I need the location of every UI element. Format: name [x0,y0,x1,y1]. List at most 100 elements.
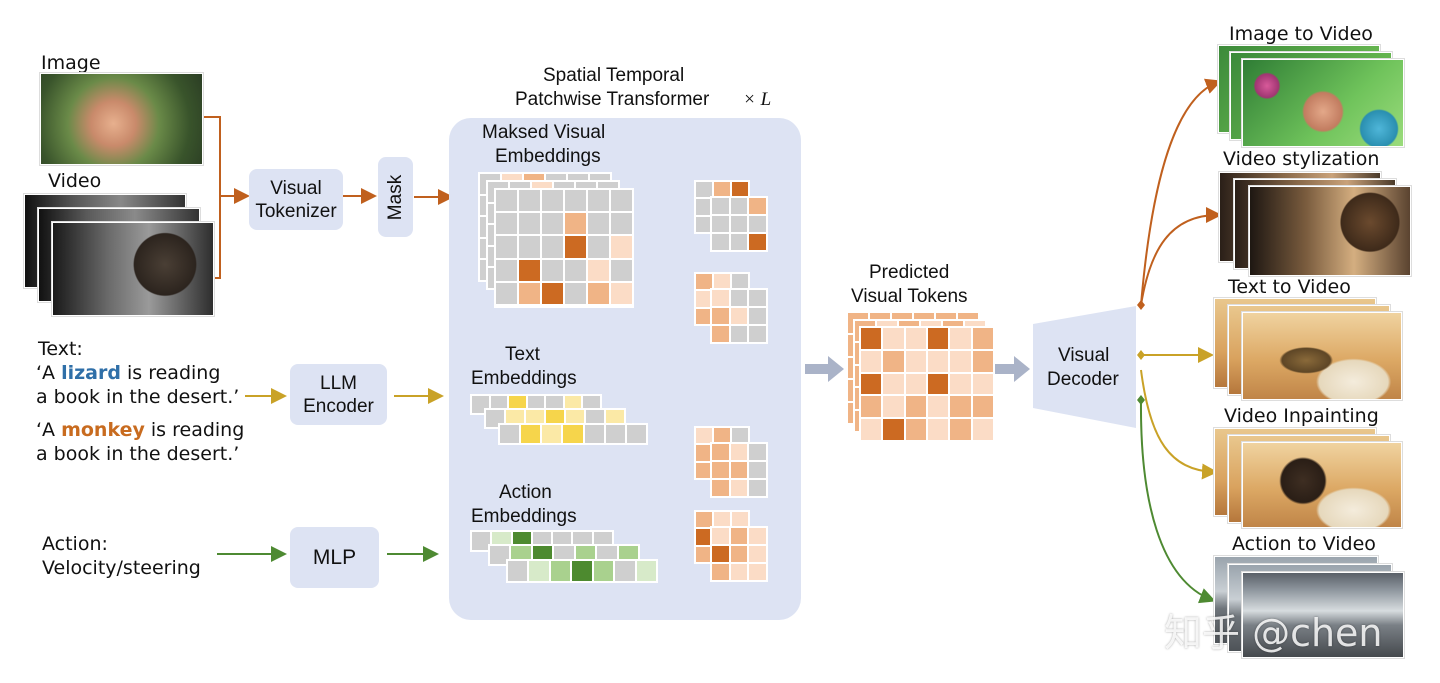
token-cell [749,234,766,250]
token-cell [546,410,564,427]
token-cell [730,528,748,544]
token-cell [861,328,882,349]
prompt-1-line-2: a book in the desert.’ [36,386,240,408]
token-cell [861,419,882,440]
token-cell [696,291,712,307]
visual-decoder-label-1: Visual [1058,345,1110,366]
token-cell [521,425,541,443]
token-cell [730,444,748,460]
token-cell [905,328,926,349]
mlp-label: MLP [312,546,357,569]
token-cell [593,561,614,581]
mlp-module: MLP [290,527,379,588]
token-cell [542,425,562,443]
action-embeddings-label-1: Action [499,482,552,503]
token-cell [883,373,904,395]
token-cell [972,373,993,395]
token-cell [506,410,524,427]
predicted-to-decoder-arrow [993,356,1030,382]
token-cell [749,546,766,562]
prompt-1-line-1: ‘A lizard is reading [36,362,221,384]
transformer-title-1: Spatial Temporal [543,65,685,86]
token-cell [550,561,571,581]
token-cell [950,396,971,418]
token-cell [749,216,766,232]
output-label-video-stylization: Video stylization [1223,148,1380,170]
token-cell [950,419,971,440]
token-cell [496,259,517,281]
token-cell [500,425,520,443]
input-image-child [40,73,203,165]
token-cell [712,308,729,324]
output-label-image-to-video: Image to Video [1229,23,1373,45]
token-cell [749,480,766,496]
token-cell [615,561,635,581]
token-cell [730,198,748,214]
token-cell [696,308,712,324]
action-sublabel: Velocity/steering [42,557,201,579]
token-cell [714,428,730,444]
token-cell [696,462,712,478]
token-cell [542,213,563,235]
text-embedding-row [498,423,648,445]
token-cell [696,199,712,215]
token-cell [730,564,748,580]
prompt-2-line-1: ‘A monkey is reading [36,419,245,441]
token-cell [928,396,949,418]
llm-encoder-module: LLM Encoder [290,364,387,425]
visual-tokenizer-label-2: Tokenizer [255,200,337,222]
token-cell [542,190,563,212]
token-cell [696,445,712,461]
token-cell [496,236,517,258]
token-cell [508,561,528,581]
token-cell [883,350,904,372]
token-cell [905,396,926,418]
watermark-text: 知乎 @chen [1164,611,1383,655]
token-cell [566,410,584,427]
token-cell [730,480,748,496]
token-cell [749,198,766,214]
token-stack-front [710,288,768,344]
output-image-to-video-frame [1242,59,1404,147]
token-cell [696,274,712,290]
masked-embeddings-label-1: Maksed Visual [482,122,606,143]
token-cell [883,419,904,440]
token-cell [588,236,609,258]
token-cell [905,373,926,395]
token-cell [714,182,730,198]
action-embedding-row [506,559,658,583]
output-connector-video-stylization [1140,207,1222,306]
token-cell [529,561,549,581]
token-cell [730,326,748,342]
token-cell [565,190,586,212]
token-cell [542,282,563,304]
token-stack-front [710,526,768,582]
token-cell [490,546,510,564]
llm-encoder-label-1: LLM [320,372,357,394]
token-cell [950,373,971,395]
output-label-video-inpainting: Video Inpainting [1224,405,1379,427]
token-cell [749,528,766,544]
token-cell [730,234,748,250]
token-cell [749,564,766,580]
text-embeddings-label-2: Embeddings [471,368,577,389]
token-cell [712,216,729,232]
token-cell [519,282,540,304]
token-cell [542,236,563,258]
token-cell [519,213,540,235]
token-cell [606,410,624,427]
output-label-action-to-video: Action to Video [1232,533,1376,555]
token-cell [611,259,632,281]
masked-embedding-grid [494,188,634,308]
token-cell [696,529,712,545]
token-cell [861,373,882,395]
token-cell [519,236,540,258]
text-label: Text: [38,338,83,360]
output-video-inpainting-monkey-frame [1242,442,1402,528]
token-cell [588,282,609,304]
visual-decoder-label-2: Decoder [1047,369,1119,390]
token-cell [611,190,632,212]
token-cell [696,182,712,198]
output-label-text-to-video: Text to Video [1228,276,1351,298]
